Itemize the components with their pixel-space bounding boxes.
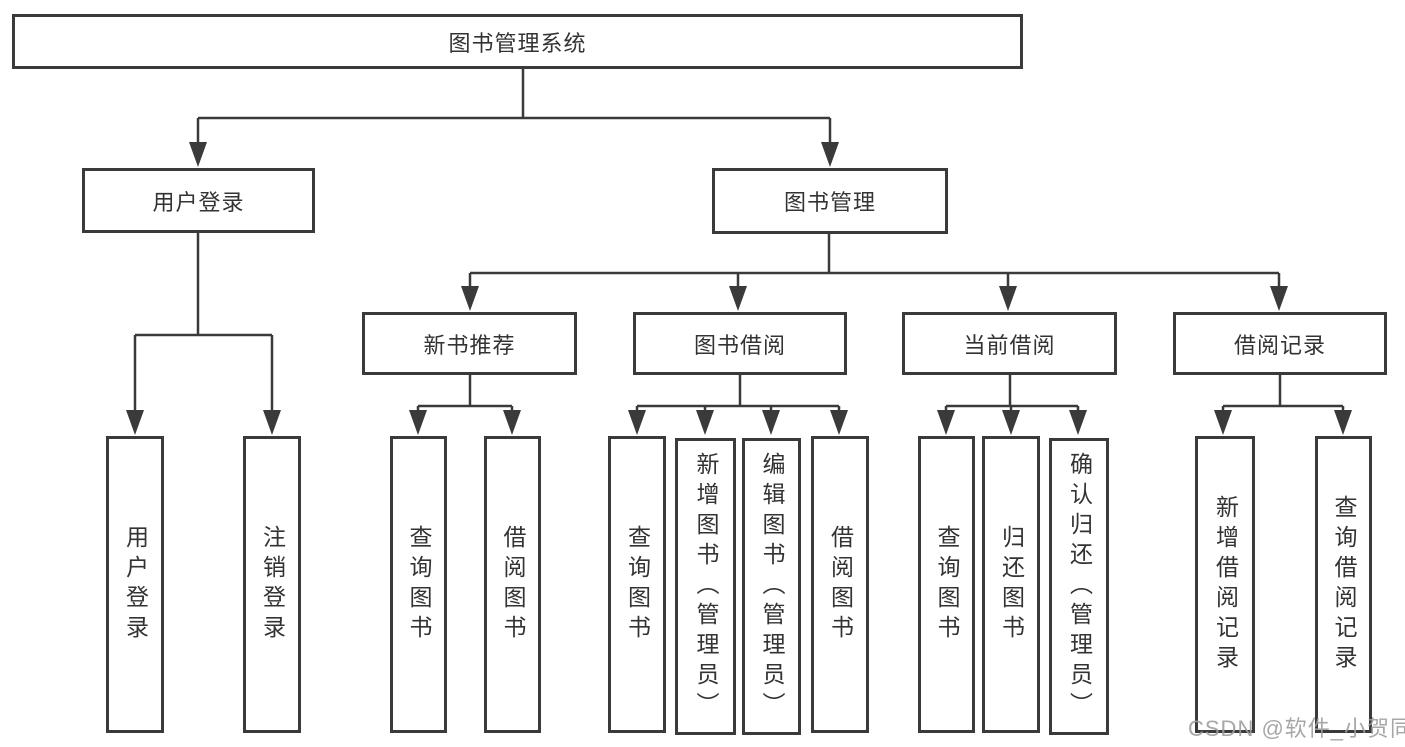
leaf-add-borrow-record: 新增借阅记录 (1195, 436, 1255, 733)
leaf-edit-book-admin: 编辑图书（管理员） (742, 438, 801, 735)
arrowhead (729, 286, 747, 311)
arrowhead (503, 410, 521, 435)
node-book-management: 图书管理 (712, 168, 948, 234)
leaf-confirm-return-admin-label: 确认归还（管理员） (1066, 451, 1093, 722)
leaf-confirm-return-admin: 确认归还（管理员） (1049, 438, 1109, 735)
leaf-borrow-books-recommend: 借阅图书 (484, 436, 541, 733)
leaf-add-book-admin-label: 新增图书（管理员） (693, 451, 719, 722)
leaf-query-borrow-record: 查询借阅记录 (1315, 436, 1372, 733)
arrowhead (762, 410, 780, 435)
arrowhead (937, 410, 955, 435)
arrowhead (263, 410, 281, 435)
arrowhead (628, 410, 646, 435)
arrowhead (1214, 410, 1232, 435)
leaf-user-login: 用户登录 (106, 436, 164, 733)
leaf-add-borrow-record-label: 新增借阅记录 (1212, 494, 1239, 675)
leaf-query-borrow-record-label: 查询借阅记录 (1331, 494, 1357, 675)
leaf-query-books-recommend-label: 查询图书 (406, 524, 432, 645)
node-book-borrow-label: 图书借阅 (693, 332, 786, 358)
arrowhead (1069, 410, 1087, 435)
leaf-add-book-admin: 新增图书（管理员） (675, 438, 736, 735)
arrowhead (830, 410, 848, 435)
node-current-borrow-label: 当前借阅 (963, 332, 1056, 358)
leaf-user-login-label: 用户登录 (122, 524, 149, 645)
leaf-logout-label: 注销登录 (259, 524, 286, 645)
arrowhead (1002, 410, 1020, 435)
node-borrow-records: 借阅记录 (1173, 312, 1387, 375)
arrowhead (189, 142, 207, 167)
leaf-query-books-borrow: 查询图书 (608, 436, 666, 733)
arrowhead (1334, 410, 1352, 435)
node-user-login-label: 用户登录 (152, 189, 245, 215)
leaf-borrow-books-borrow: 借阅图书 (811, 436, 869, 733)
leaf-borrow-books-borrow-label: 借阅图书 (827, 524, 854, 645)
leaf-query-books-recommend: 查询图书 (390, 436, 447, 733)
arrowhead (409, 410, 427, 435)
node-root-label: 图书管理系统 (448, 30, 587, 56)
arrowhead (461, 286, 479, 311)
arrowhead (999, 286, 1017, 311)
leaf-edit-book-admin-label: 编辑图书（管理员） (759, 451, 785, 722)
node-current-borrow: 当前借阅 (902, 312, 1117, 375)
leaf-borrow-books-recommend-label: 借阅图书 (500, 524, 526, 645)
leaf-return-book: 归还图书 (982, 436, 1040, 733)
arrowhead (821, 142, 839, 167)
leaf-query-books-borrow-label: 查询图书 (624, 524, 651, 645)
leaf-logout: 注销登录 (243, 436, 301, 733)
node-book-management-label: 图书管理 (783, 190, 876, 215)
arrowhead (1270, 286, 1288, 311)
node-root: 图书管理系统 (12, 14, 1023, 69)
arrowhead (696, 410, 714, 435)
node-book-borrow: 图书借阅 (633, 312, 847, 375)
leaf-return-book-label: 归还图书 (998, 524, 1025, 645)
leaf-query-books-current: 查询图书 (918, 436, 975, 733)
node-new-book-recommend-label: 新书推荐 (423, 332, 516, 358)
arrowhead (126, 410, 144, 435)
leaf-query-books-current-label: 查询图书 (934, 524, 960, 645)
node-user-login: 用户登录 (82, 168, 315, 233)
node-borrow-records-label: 借阅记录 (1233, 332, 1326, 358)
csdn-watermark: CSDN @软件_小贺同学 (1188, 716, 1405, 741)
node-new-book-recommend: 新书推荐 (362, 312, 577, 375)
